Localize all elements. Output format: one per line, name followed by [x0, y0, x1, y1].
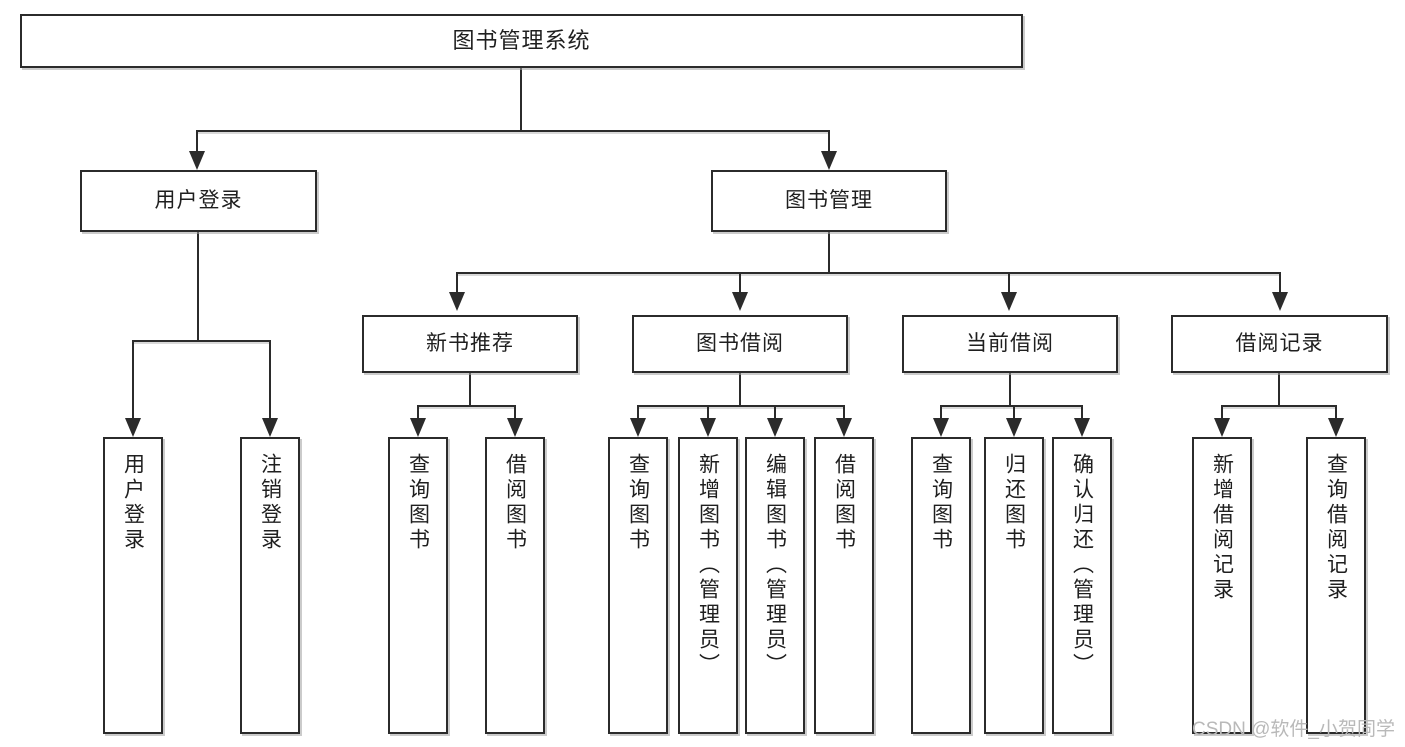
leaf-node[interactable]: 借阅图书: [485, 437, 545, 734]
edge-manage-drop-0: [456, 272, 458, 292]
edge-manage-drop-1: [739, 272, 741, 292]
node-label: 查询图书: [929, 453, 953, 553]
arrow-login-1: [262, 418, 278, 437]
edge-group-drop-2-0: [940, 405, 942, 418]
edge-manage-bus: [457, 272, 1280, 274]
arrow-root-0: [189, 151, 205, 170]
node-label: 当前借阅: [966, 331, 1054, 355]
arrow-group-0-0: [410, 418, 426, 437]
edge-group-stem-2: [1009, 373, 1011, 405]
arrow-group-0-1: [507, 418, 523, 437]
node-label: 图书管理: [785, 188, 873, 212]
leaf-node[interactable]: 新增图书（管理员）: [678, 437, 738, 734]
leaf-node[interactable]: 确认归还（管理员）: [1052, 437, 1112, 734]
edge-group-drop-1-1: [707, 405, 709, 418]
node-label: 图书管理系统: [452, 28, 591, 54]
edge-group-bus-2: [941, 405, 1082, 407]
leaf-node[interactable]: 新增借阅记录: [1192, 437, 1252, 734]
node-label: 查询借阅记录: [1324, 453, 1348, 603]
root-node[interactable]: 图书管理系统: [20, 14, 1023, 68]
leaf-node[interactable]: 查询借阅记录: [1306, 437, 1366, 734]
node-label: 编辑图书（管理员）: [763, 453, 787, 678]
edge-login-bus: [133, 340, 270, 342]
arrow-manage-0: [449, 292, 465, 311]
edge-group-bus-3: [1222, 405, 1336, 407]
leaf-node[interactable]: 归还图书: [984, 437, 1044, 734]
edge-manage-drop-3: [1279, 272, 1281, 292]
node-label: 用户登录: [121, 453, 145, 553]
edge-group-drop-3-1: [1335, 405, 1337, 418]
edge-group-bus-1: [638, 405, 844, 407]
arrow-group-1-1: [700, 418, 716, 437]
node-label: 借阅图书: [503, 453, 527, 553]
leaf-node[interactable]: 借阅图书: [814, 437, 874, 734]
branch-node[interactable]: 用户登录: [80, 170, 317, 232]
edge-group-stem-1: [739, 373, 741, 405]
edge-group-drop-1-0: [637, 405, 639, 418]
node-label: 查询图书: [406, 453, 430, 553]
edge-group-drop-1-3: [843, 405, 845, 418]
node-label: 新增图书（管理员）: [696, 453, 720, 678]
branch-node[interactable]: 当前借阅: [902, 315, 1118, 373]
branch-node[interactable]: 图书借阅: [632, 315, 848, 373]
branch-node[interactable]: 图书管理: [711, 170, 947, 232]
arrow-manage-2: [1001, 292, 1017, 311]
edge-group-drop-2-2: [1081, 405, 1083, 418]
edge-group-drop-0-0: [417, 405, 419, 418]
edge-login-drop-1: [269, 340, 271, 418]
node-label: 注销登录: [258, 453, 282, 553]
arrow-root-1: [821, 151, 837, 170]
leaf-node[interactable]: 编辑图书（管理员）: [745, 437, 805, 734]
node-label: 查询图书: [626, 453, 650, 553]
arrow-group-2-2: [1074, 418, 1090, 437]
arrow-group-2-0: [933, 418, 949, 437]
node-label: 借阅记录: [1235, 331, 1324, 355]
watermark: CSDN @软件_小贺同学: [1192, 719, 1395, 740]
arrow-group-3-1: [1328, 418, 1344, 437]
node-label: 确认归还（管理员）: [1070, 453, 1094, 678]
node-label: 新增借阅记录: [1210, 453, 1234, 603]
node-label: 新书推荐: [426, 331, 514, 355]
edge-group-drop-3-0: [1221, 405, 1223, 418]
branch-node[interactable]: 新书推荐: [362, 315, 578, 373]
arrow-group-3-0: [1214, 418, 1230, 437]
branch-node[interactable]: 借阅记录: [1171, 315, 1388, 373]
arrow-group-1-2: [767, 418, 783, 437]
arrow-manage-1: [732, 292, 748, 311]
edge-group-bus-0: [418, 405, 515, 407]
edge-group-stem-0: [469, 373, 471, 405]
edge-group-drop-0-1: [514, 405, 516, 418]
edge-root-stem: [520, 68, 522, 130]
edge-group-drop-2-1: [1013, 405, 1015, 418]
arrow-group-1-0: [630, 418, 646, 437]
leaf-node[interactable]: 注销登录: [240, 437, 300, 734]
arrow-group-1-3: [836, 418, 852, 437]
node-label: 借阅图书: [832, 453, 856, 553]
leaf-node[interactable]: 查询图书: [911, 437, 971, 734]
edge-root-drop-1: [828, 130, 830, 151]
edge-group-drop-1-2: [774, 405, 776, 418]
arrow-login-0: [125, 418, 141, 437]
leaf-node[interactable]: 查询图书: [388, 437, 448, 734]
leaf-node[interactable]: 用户登录: [103, 437, 163, 734]
node-label: 归还图书: [1002, 453, 1026, 553]
edge-login-stem: [197, 232, 199, 340]
edge-login-drop-0: [132, 340, 134, 418]
node-label: 用户登录: [154, 188, 243, 212]
edge-root-bus: [197, 130, 829, 132]
edge-manage-drop-2: [1008, 272, 1010, 292]
edge-group-stem-3: [1278, 373, 1280, 405]
arrow-group-2-1: [1006, 418, 1022, 437]
arrow-manage-3: [1272, 292, 1288, 311]
edge-root-drop-0: [196, 130, 198, 151]
edge-manage-stem: [828, 232, 830, 272]
leaf-node[interactable]: 查询图书: [608, 437, 668, 734]
node-label: 图书借阅: [696, 331, 784, 355]
